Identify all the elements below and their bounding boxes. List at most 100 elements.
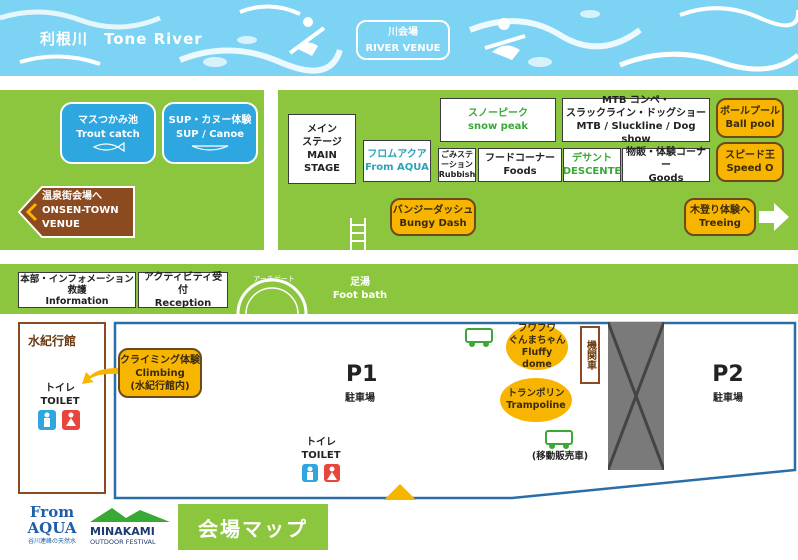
p2-label: P2 bbox=[712, 362, 744, 387]
from-aqua-booth[interactable]: フロムアクア From AQUA bbox=[363, 140, 431, 182]
ladder-icon bbox=[350, 218, 366, 250]
p2-sub: 駐車場 bbox=[713, 393, 743, 404]
treeing-ja: 木登り体験へ bbox=[690, 205, 750, 216]
female-toilet-icon bbox=[62, 410, 80, 430]
locomotive[interactable]: 機関車 bbox=[580, 326, 600, 384]
fish-icon bbox=[92, 142, 125, 152]
mobile-sales-label: (移動販売車) bbox=[531, 451, 589, 462]
trout-en: Trout catch bbox=[76, 129, 140, 140]
toilet-left[interactable]: トイレ TOILET bbox=[30, 382, 90, 408]
treeing-sign[interactable]: 木登り体験へ Treeing bbox=[684, 198, 756, 236]
rubbish-en: Rubbish bbox=[438, 170, 476, 179]
rubbish-ja1: ごみステ bbox=[441, 150, 473, 159]
onsen-arrow-shape bbox=[18, 186, 135, 238]
sup-en: SUP / Canoe bbox=[175, 129, 245, 140]
main-stage-ja2: ステージ bbox=[302, 137, 342, 148]
onsen-town-sign[interactable]: 温泉街会場へ ONSEN-TOWN VENUE bbox=[18, 186, 136, 238]
trout-catch-pond[interactable]: マスつかみ池 Trout catch bbox=[60, 102, 156, 164]
fluffy-dome[interactable]: フワフワ ぐんまちゃん Fluffy dome bbox=[506, 323, 568, 370]
goods-corner[interactable]: 物販・体験コーナー Goods bbox=[622, 146, 710, 184]
river-venue-sign[interactable]: 川会場 RIVER VENUE bbox=[356, 20, 450, 60]
trout-ja: マスつかみ池 bbox=[78, 115, 138, 126]
rubbish-ja2: ーション bbox=[441, 160, 473, 169]
rubbish-station[interactable]: ごみステ ーション Rubbish bbox=[438, 148, 476, 182]
food-corner[interactable]: フードコーナー Foods bbox=[478, 148, 562, 182]
speed-ja: スピード王 bbox=[725, 150, 775, 161]
climbing-note: (水紀行館内) bbox=[130, 380, 190, 392]
mtb-ja1: MTB コンペ・ bbox=[602, 95, 670, 106]
arch-gate-icon[interactable] bbox=[232, 264, 312, 314]
toilet-center-en: TOILET bbox=[301, 450, 341, 461]
descente-en: DESCENTE bbox=[562, 166, 622, 177]
from-aqua-en: From AQUA bbox=[365, 162, 429, 173]
from-aqua-logo-text: From AQUA bbox=[27, 503, 77, 537]
trampoline[interactable]: トランポリン Trampoline bbox=[500, 378, 572, 422]
mtb-competition-area[interactable]: MTB コンペ・ スラックライン・ドッグショー MTB / Sluckline … bbox=[562, 95, 710, 145]
descente-ja: デサント bbox=[572, 153, 612, 164]
sup-canoe-area[interactable]: SUP・カヌー体験 SUP / Canoe bbox=[162, 102, 258, 164]
onsen-ja: 温泉街会場へ bbox=[42, 191, 102, 202]
from-aqua-ja: フロムアクア bbox=[367, 149, 427, 160]
kayaker-icon bbox=[288, 17, 326, 56]
mountain-icon bbox=[90, 508, 170, 522]
snow-peak-en: snow peak bbox=[468, 121, 528, 132]
onsen-en2: VENUE bbox=[42, 219, 80, 230]
snow-peak-booth[interactable]: スノーピーク snow peak bbox=[440, 98, 556, 142]
female-toilet-icon bbox=[324, 464, 340, 482]
main-stage-en2: STAGE bbox=[303, 163, 341, 174]
bungy-dash[interactable]: バンジーダッシュ Bungy Dash bbox=[390, 198, 476, 236]
reception-ja: アクティビティ受付 bbox=[143, 271, 223, 296]
minakami-text: MINAKAMI bbox=[90, 525, 155, 538]
rafter-icon bbox=[484, 18, 526, 60]
minakami-logo: MINAKAMI OUTDOOR FESTIVAL bbox=[90, 506, 170, 546]
main-stage-en1: MAIN bbox=[307, 150, 337, 161]
main-stage[interactable]: メイン ステージ MAIN STAGE bbox=[288, 114, 356, 184]
parking-lot-outline bbox=[113, 321, 797, 500]
minakami-sub: OUTDOOR FESTIVAL bbox=[90, 538, 156, 546]
ball-pool[interactable]: ボールプール Ball pool bbox=[716, 98, 784, 138]
arrow-right-icon bbox=[759, 203, 789, 231]
parking-p2: P2 bbox=[708, 362, 748, 387]
bungy-ja: バンジーダッシュ bbox=[392, 205, 474, 216]
from-aqua-logo-sub: 谷川連峰の天然水 bbox=[27, 538, 76, 545]
goods-en: Goods bbox=[648, 172, 684, 184]
info-en: Information bbox=[45, 295, 109, 307]
snow-peak-ja: スノーピーク bbox=[468, 108, 528, 119]
river-venue-en: RIVER VENUE bbox=[365, 43, 441, 54]
information-center[interactable]: 本部・インフォメーション 救護 Information bbox=[18, 272, 136, 308]
toilet-left-ja: トイレ bbox=[45, 383, 75, 394]
railway-crossing bbox=[608, 322, 664, 470]
footbath-en: Foot bath bbox=[332, 290, 388, 301]
ball-pool-en: Ball pool bbox=[725, 119, 775, 130]
foods-en: Foods bbox=[503, 166, 537, 177]
climbing-experience[interactable]: クライミング体験 Climbing (水紀行館内) bbox=[118, 348, 202, 398]
food-truck-icon bbox=[465, 328, 493, 347]
goods-ja: 物販・体験コーナー bbox=[626, 146, 706, 171]
toilet-center[interactable]: トイレ TOILET bbox=[296, 436, 346, 462]
climbing-ja: クライミング体験 bbox=[120, 354, 200, 366]
reception-en: Reception bbox=[154, 297, 212, 309]
p1-label: P1 bbox=[346, 362, 378, 387]
onsen-en1: ONSEN-TOWN bbox=[42, 205, 119, 216]
foot-bath[interactable]: 足湯 Foot bath bbox=[330, 276, 390, 302]
activity-reception[interactable]: アクティビティ受付 Reception bbox=[138, 271, 228, 309]
footbath-ja: 足湯 bbox=[350, 277, 370, 288]
bungy-en: Bungy Dash bbox=[399, 218, 467, 229]
speed-en: Speed O bbox=[726, 163, 774, 174]
ball-pool-ja: ボールプール bbox=[720, 106, 780, 117]
fluffy-ja2: ぐんまちゃん bbox=[508, 335, 566, 346]
foods-ja: フードコーナー bbox=[485, 153, 555, 164]
fluffy-en: Fluffy dome bbox=[521, 347, 553, 370]
treeing-en: Treeing bbox=[699, 218, 741, 229]
minakigan-title: 水紀行館 bbox=[28, 334, 77, 348]
river-venue-ja: 川会場 bbox=[388, 27, 418, 38]
speed-o[interactable]: スピード王 Speed O bbox=[716, 142, 784, 182]
toilet-left-en: TOILET bbox=[40, 396, 80, 407]
male-toilet-icon bbox=[38, 410, 56, 430]
river-area: 利根川 Tone River 川会場 RIVER VENUE bbox=[0, 0, 798, 76]
mobile-sales-truck-icon bbox=[545, 430, 573, 449]
entrance-marker-icon bbox=[384, 484, 416, 500]
info-ja1: 本部・インフォメーション bbox=[20, 273, 134, 285]
climbing-arrow-icon bbox=[82, 368, 118, 384]
descente-booth[interactable]: デサント DESCENTE bbox=[563, 148, 621, 182]
